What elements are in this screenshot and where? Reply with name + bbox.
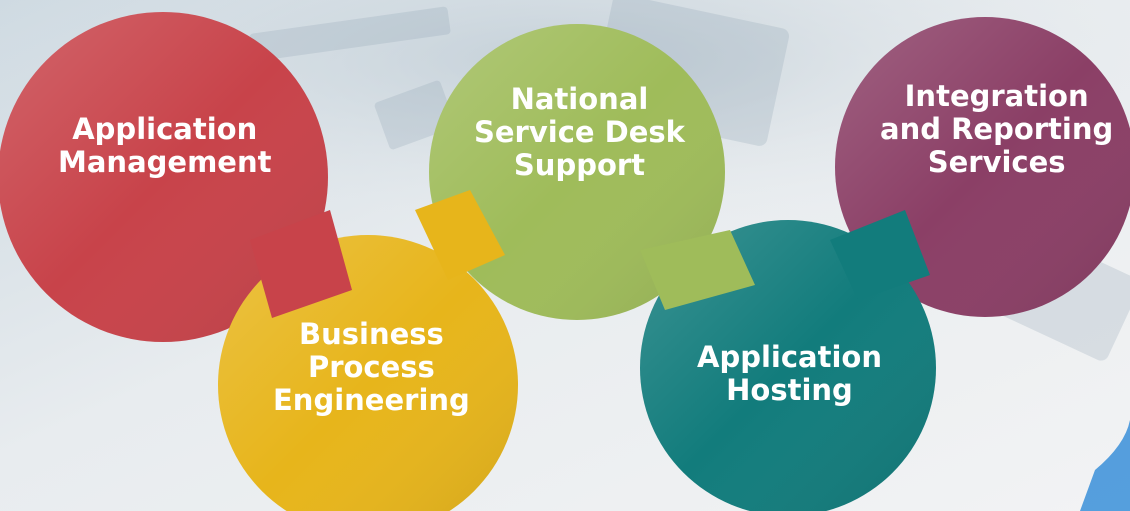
label-line: Application [72,112,258,146]
label-application-management: Application Management [58,113,271,179]
connector-teal-purple [830,210,930,300]
label-line: Management [58,145,272,179]
label-application-hosting: Application Hosting [697,341,882,407]
label-national-service-desk-support: National Service Desk Support [474,83,685,182]
label-line: Business [299,317,444,351]
label-integration-and-reporting-services: Integration and Reporting Services [880,80,1113,179]
label-line: Services [927,145,1066,179]
circle-application-management [0,12,328,342]
label-line: Application [697,340,882,374]
label-line: Integration [904,79,1089,113]
label-line: National [510,82,649,116]
circle-national-service-desk-support [429,24,725,320]
label-line: Process [307,350,435,384]
connector-yellow-green [415,190,505,280]
label-line: Support [513,148,646,182]
label-line: Hosting [726,373,853,407]
label-line: Service Desk [474,115,685,149]
connector-green-teal [640,230,755,310]
label-line: Engineering [273,383,470,417]
label-line: and Reporting [880,112,1114,146]
label-business-process-engineering: Business Process Engineering [273,318,470,417]
connector-red-yellow [250,210,352,318]
